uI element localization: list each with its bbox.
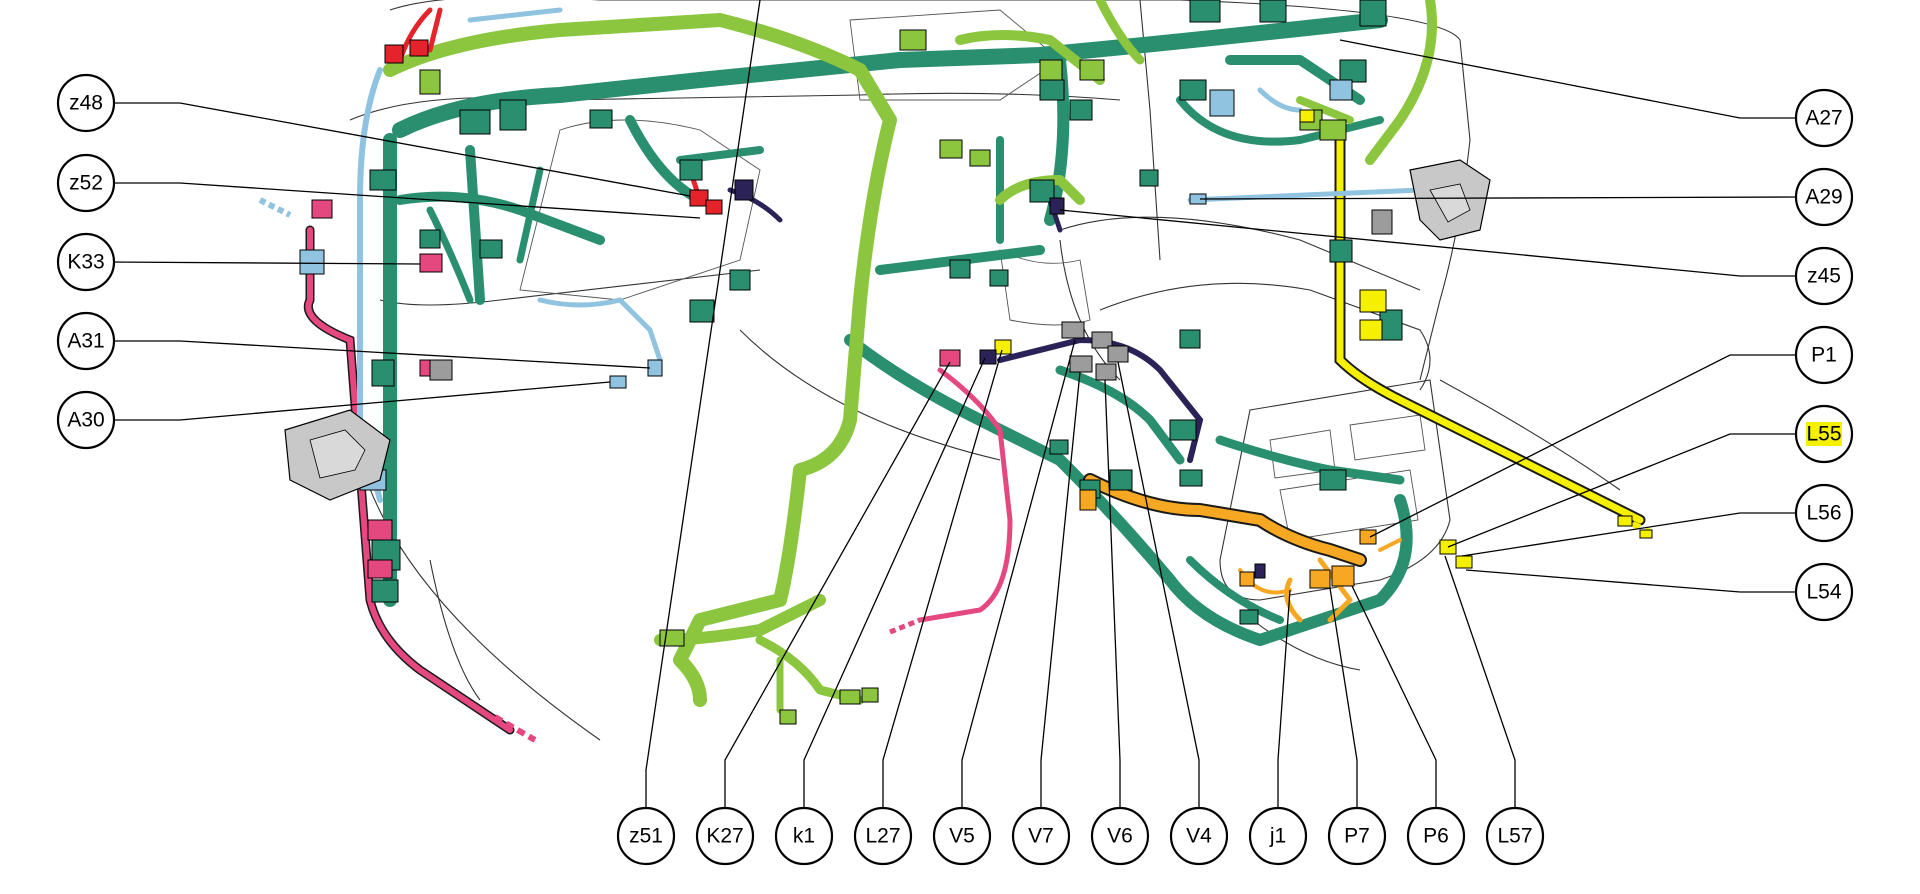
callout-P1: P1 <box>1794 325 1854 385</box>
harness-orange <box>1083 473 1402 623</box>
leader-V5 <box>961 339 1076 808</box>
callout-label-L54: L54 <box>1806 581 1841 604</box>
callout-label-L56: L56 <box>1806 502 1841 525</box>
mount-bracket-right <box>1409 159 1491 241</box>
connectors-dark-green <box>369 0 1403 625</box>
callouts-left: z48 z52 K33 A31 A30 <box>56 73 116 450</box>
leader-L54 <box>1465 569 1798 593</box>
callouts-right: A27 A29 z45 P1 L55 L56 L54 <box>1794 88 1854 622</box>
callout-V6: V6 <box>1090 806 1150 866</box>
callout-label-A31: A31 <box>67 330 104 353</box>
leader-K33 <box>111 261 421 265</box>
callout-L57: L57 <box>1485 806 1545 866</box>
leader-P1 <box>1369 354 1798 538</box>
callout-L54: L54 <box>1794 562 1854 622</box>
callout-label-z45: z45 <box>1807 265 1841 288</box>
callout-z48: z48 <box>56 73 116 133</box>
callout-L27: L27 <box>853 806 913 866</box>
callout-V4: V4 <box>1169 806 1229 866</box>
callout-label-V5: V5 <box>949 825 975 848</box>
callouts-bottom: z51 K27 k1 L27 V5 V7 V6 V4 <box>616 806 1545 866</box>
harness-pink <box>304 225 1013 735</box>
callout-K27: K27 <box>695 806 755 866</box>
callout-label-P1: P1 <box>1811 344 1837 367</box>
callout-L55: L55 <box>1794 404 1854 464</box>
leader-j1 <box>1277 589 1291 808</box>
callout-K33: K33 <box>56 232 116 292</box>
leader-z48 <box>112 102 691 197</box>
callout-label-P6: P6 <box>1423 825 1449 848</box>
leader-lines <box>111 0 1799 808</box>
callout-label-K33: K33 <box>67 251 104 274</box>
harness-yellow-core <box>1336 136 1644 524</box>
leader-A31 <box>112 340 651 369</box>
harness-light-blue <box>357 7 1423 503</box>
harness-dashed-ends <box>258 197 1652 743</box>
callout-label-z52: z52 <box>69 172 103 195</box>
callout-A29: A29 <box>1794 167 1854 227</box>
leader-z52 <box>112 182 701 219</box>
callout-label-A30: A30 <box>67 409 104 432</box>
callout-P6: P6 <box>1406 806 1466 866</box>
callout-label-P7: P7 <box>1344 825 1370 848</box>
callout-A31: A31 <box>56 311 116 371</box>
callout-label-L55: L55 <box>1806 423 1841 446</box>
callout-label-L57: L57 <box>1497 825 1532 848</box>
callout-z45: z45 <box>1794 246 1854 306</box>
connectors-yellow <box>994 109 1653 569</box>
callout-k1: k1 <box>774 806 834 866</box>
callout-V7: V7 <box>1011 806 1071 866</box>
callout-label-j1: j1 <box>1269 825 1286 848</box>
callout-V5: V5 <box>932 806 992 866</box>
leader-P6 <box>1351 585 1437 808</box>
callout-label-K27: K27 <box>706 825 743 848</box>
connectors-gray <box>429 209 1393 381</box>
callout-A30: A30 <box>56 390 116 450</box>
callout-label-k1: k1 <box>793 825 815 848</box>
leader-K27 <box>724 361 951 808</box>
connectors-orange <box>1079 489 1377 589</box>
leader-z45 <box>1059 209 1798 277</box>
callout-label-L27: L27 <box>865 825 900 848</box>
leader-A30 <box>112 381 611 421</box>
callout-P7: P7 <box>1327 806 1387 866</box>
connectors-red <box>384 39 723 215</box>
leader-L55 <box>1447 433 1798 548</box>
callout-label-V7: V7 <box>1028 825 1054 848</box>
callout-highlight-L55 <box>1806 422 1842 446</box>
callout-j1: j1 <box>1248 806 1308 866</box>
leader-L56 <box>1461 512 1798 557</box>
leader-z51 <box>645 0 761 808</box>
leader-L27 <box>882 349 1003 808</box>
callout-L56: L56 <box>1794 483 1854 543</box>
leader-A29 <box>1199 196 1799 200</box>
leader-V6 <box>1104 379 1121 808</box>
harness-dark-green <box>383 12 1413 646</box>
callout-label-A27: A27 <box>1805 107 1842 130</box>
leader-A27 <box>1339 39 1798 119</box>
callout-label-V4: V4 <box>1186 825 1212 848</box>
leader-V7 <box>1040 371 1081 808</box>
leader-k1 <box>803 357 986 808</box>
callout-label-V6: V6 <box>1107 825 1133 848</box>
callout-label-z51: z51 <box>629 825 663 848</box>
callout-A27: A27 <box>1794 88 1854 148</box>
callout-label-z48: z48 <box>69 92 103 115</box>
harness-light-green <box>383 0 1437 714</box>
leader-V4 <box>1117 361 1200 808</box>
callout-z51: z51 <box>616 806 676 866</box>
leader-P7 <box>1329 587 1358 808</box>
callout-label-A29: A29 <box>1805 186 1842 209</box>
leader-L57 <box>1444 555 1516 808</box>
callout-z52: z52 <box>56 153 116 213</box>
dashboard-outline <box>349 0 1621 741</box>
mount-bracket-left <box>284 409 391 501</box>
